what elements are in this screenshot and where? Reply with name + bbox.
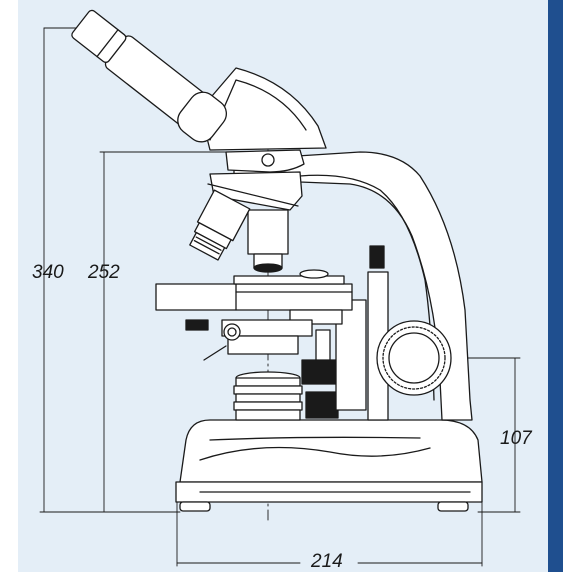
microscope-head bbox=[199, 67, 327, 173]
focus-knob bbox=[369, 245, 452, 396]
specimen-stage bbox=[155, 269, 353, 361]
dimension-base-width: 214 bbox=[310, 551, 343, 572]
lamp-housing bbox=[233, 299, 367, 421]
eyepiece-tube bbox=[71, 9, 228, 143]
dimension-pillar-height: 252 bbox=[87, 262, 120, 283]
side-accent-bar bbox=[548, 0, 563, 572]
dimension-knob-height: 107 bbox=[500, 428, 533, 449]
nosepiece-objectives bbox=[189, 171, 303, 273]
dimension-total-height: 340 bbox=[32, 262, 64, 283]
microscope-base bbox=[175, 419, 483, 512]
